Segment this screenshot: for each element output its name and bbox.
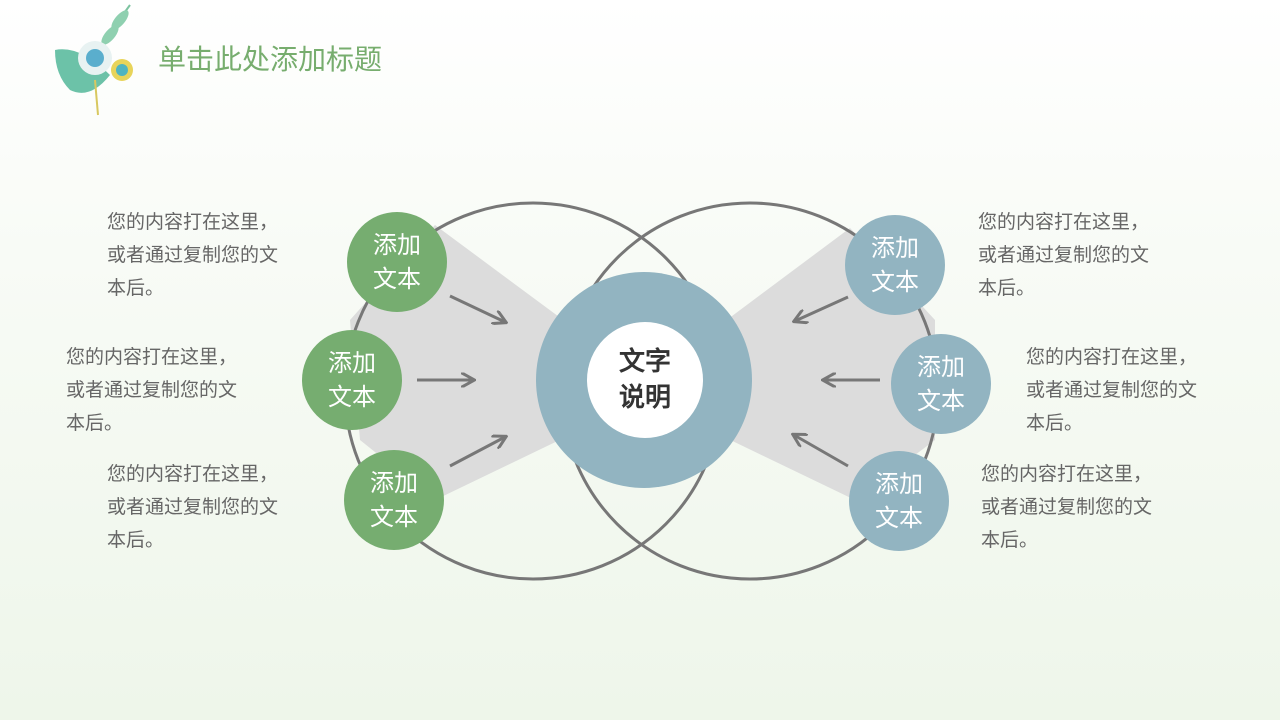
description-right-1[interactable]: 您的内容打在这里，或者通过复制您的文本后。 [978,211,1150,299]
left-node-1[interactable]: 添加文本 [347,212,447,312]
slide-title[interactable]: 单击此处添加标题 [158,43,383,76]
description-left-2[interactable]: 您的内容打在这里，或者通过复制您的文本后。 [66,346,238,434]
description-right-3[interactable]: 您的内容打在这里，或者通过复制您的文本后。 [981,463,1153,551]
left-node-3[interactable]: 添加文本 [344,450,444,550]
arrow-icon [449,294,505,322]
description-right-2[interactable]: 您的内容打在这里，或者通过复制您的文本后。 [1026,346,1198,434]
arrow-icon [794,435,849,468]
right-node-1[interactable]: 添加文本 [845,215,945,315]
flower-decoration-icon [55,4,133,116]
description-left-3[interactable]: 您的内容打在这里，或者通过复制您的文本后。 [107,463,279,551]
right-node-3[interactable]: 添加文本 [849,451,949,551]
center-label: 文字说明 [587,322,703,438]
arrow-icon [795,295,849,321]
description-left-1[interactable]: 您的内容打在这里，或者通过复制您的文本后。 [107,211,279,299]
left-node-2[interactable]: 添加文本 [302,330,402,430]
right-node-2[interactable]: 添加文本 [891,334,991,434]
arrow-icon [449,437,505,468]
